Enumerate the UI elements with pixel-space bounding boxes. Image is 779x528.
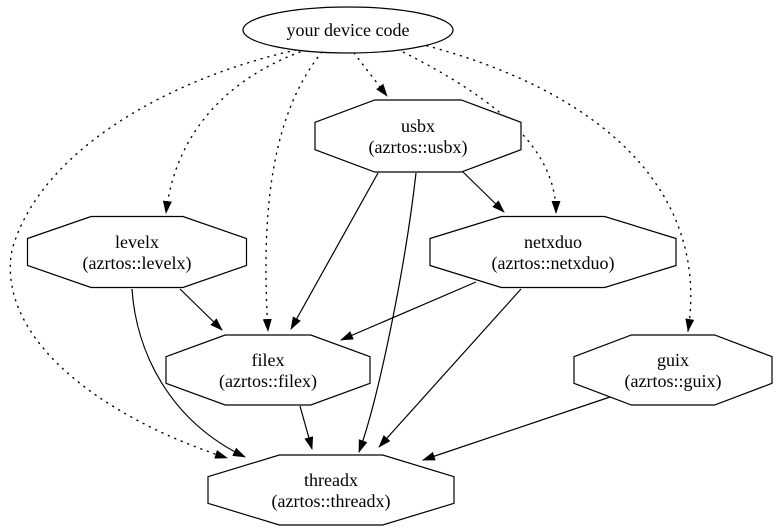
node-guix-label: guix (657, 350, 689, 370)
edge-filex-threadx (299, 405, 314, 450)
edge-levelx-filex (179, 288, 223, 331)
node-code: your device code (242, 6, 454, 54)
node-threadx-sublabel: (azrtos::threadx) (272, 491, 391, 512)
node-usbx: usbx(azrtos::usbx) (314, 99, 522, 173)
node-usbx-sublabel: (azrtos::usbx) (369, 137, 468, 158)
node-threadx-label: threadx (304, 470, 358, 490)
edge-usbx-threadx (358, 172, 417, 453)
edge-usbx-filex (290, 172, 379, 330)
edge-netxduo-filex (340, 281, 477, 341)
node-filex-label: filex (252, 350, 285, 370)
node-guix-sublabel: (azrtos::guix) (625, 371, 722, 392)
node-filex-octagon (165, 334, 371, 406)
edge-code-netxduo (396, 48, 561, 214)
edge-usbx-netxduo (461, 170, 505, 213)
node-threadx: threadx(azrtos::threadx) (207, 454, 455, 526)
node-usbx-octagon (314, 99, 522, 173)
node-levelx-octagon (26, 215, 248, 289)
node-netxduo: netxduo(azrtos::netxduo) (429, 215, 677, 289)
node-netxduo-octagon (429, 215, 677, 289)
node-usbx-label: usbx (401, 116, 435, 136)
node-filex: filex(azrtos::filex) (165, 334, 371, 406)
node-guix: guix(azrtos::guix) (573, 334, 773, 406)
node-guix-octagon (573, 334, 773, 406)
edge-levelx-threadx (131, 288, 246, 458)
edge-code-filex (262, 51, 323, 332)
node-filex-sublabel: (azrtos::filex) (219, 371, 317, 392)
node-code-label: your device code (287, 20, 410, 40)
node-netxduo-sublabel: (azrtos::netxduo) (492, 253, 615, 274)
edge-code-levelx (162, 51, 301, 214)
edge-code-guix (419, 43, 695, 332)
node-code-ellipse (242, 6, 454, 54)
node-levelx: levelx(azrtos::levelx) (26, 215, 248, 289)
edge-guix-threadx (422, 396, 611, 461)
edge-code-usbx (353, 52, 388, 97)
node-levelx-label: levelx (115, 232, 159, 252)
edge-netxduo-threadx (378, 288, 522, 448)
node-netxduo-label: netxduo (524, 232, 582, 252)
node-threadx-octagon (207, 454, 455, 526)
node-levelx-sublabel: (azrtos::levelx) (83, 253, 192, 274)
edge-layer (9, 43, 695, 461)
